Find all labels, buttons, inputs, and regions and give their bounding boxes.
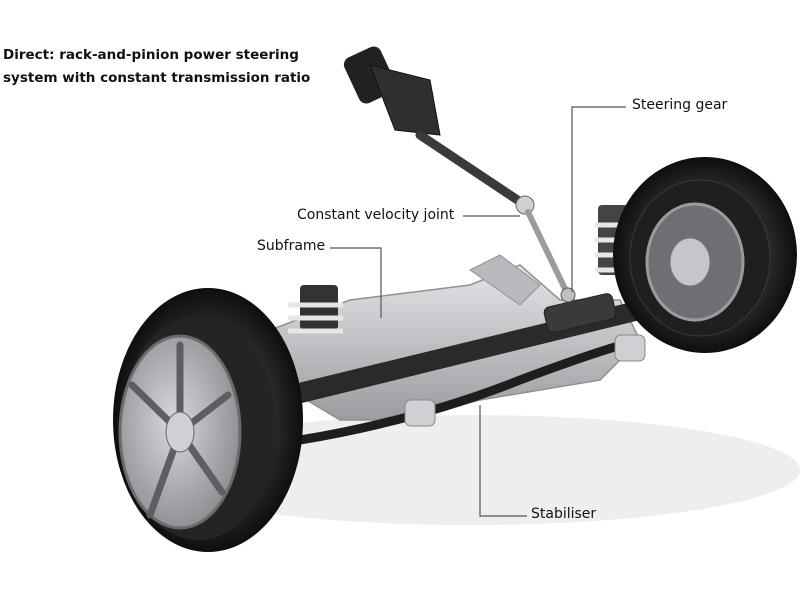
subframe-arm [469,254,541,306]
stabiliser-mount-right [614,334,646,362]
leader-stabiliser [479,405,527,517]
constant-velocity-joint-upper [515,195,535,215]
label-steering-gear: Steering gear [632,97,728,113]
leader-subframe [330,247,382,318]
diagram-title: Direct: rack-and-pinion power steering s… [3,44,333,90]
right-hub [669,237,711,287]
title-line-1: Direct: rack-and-pinion power steering [3,47,299,63]
leader-steering-gear [571,106,626,292]
steering-shaft [415,130,530,210]
title-line-2: system with constant transmission ratio [3,70,311,86]
label-subframe: Subframe [257,238,326,254]
spring-left [288,302,343,334]
left-hub [165,411,195,453]
stabiliser-bar [295,335,645,445]
steering-gear-body [543,293,617,333]
stabiliser-mount-left [404,399,436,427]
constant-velocity-joint-lower [560,287,576,303]
steering-column-housing [369,64,441,136]
intermediate-shaft [525,209,571,298]
label-constant-velocity-joint: Constant velocity joint [297,207,455,223]
label-stabiliser: Stabiliser [531,506,597,522]
